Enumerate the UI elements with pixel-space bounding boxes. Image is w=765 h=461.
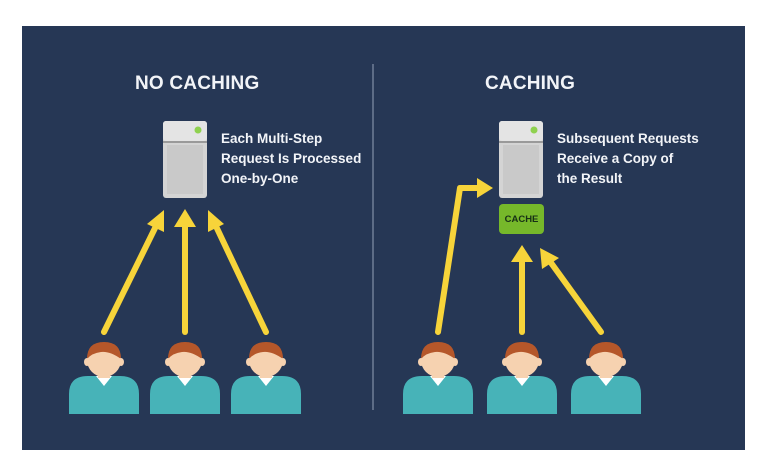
user-icon xyxy=(403,342,473,414)
arrow-head xyxy=(208,210,224,232)
user-icon xyxy=(487,342,557,414)
heading-caching: CACHING xyxy=(485,73,576,94)
user-icon xyxy=(150,342,220,414)
caption-line: Receive a Copy of xyxy=(557,151,674,166)
arrow-icon xyxy=(546,257,604,335)
arrow-icon xyxy=(211,219,269,335)
diagram-panel: NO CACHING CACHING Each Multi-Step Reque… xyxy=(22,26,745,450)
server-icon xyxy=(499,121,543,198)
user-icon xyxy=(69,342,139,414)
arrow-head xyxy=(174,209,196,227)
arrow-icon xyxy=(101,219,161,335)
arrow-head xyxy=(511,245,533,262)
user-icon xyxy=(571,342,641,414)
arrow-head xyxy=(477,178,493,198)
caption-line: Request Is Processed xyxy=(221,151,362,166)
section-divider xyxy=(372,64,374,410)
heading-no-caching: NO CACHING xyxy=(135,73,260,94)
caption-line: Each Multi-Step xyxy=(221,131,323,146)
server-icon xyxy=(163,121,207,198)
caption-caching: Subsequent Requests Receive a Copy of th… xyxy=(557,129,727,189)
caption-line: One-by-One xyxy=(221,171,299,186)
arrow-head xyxy=(540,248,559,269)
caption-line: the Result xyxy=(557,171,623,186)
caption-no-caching: Each Multi-Step Request Is Processed One… xyxy=(221,129,371,189)
arrow-icon xyxy=(435,185,480,335)
user-icon xyxy=(231,342,301,414)
arrow-head xyxy=(147,210,164,232)
diagram-art xyxy=(69,121,641,414)
caption-line: Subsequent Requests xyxy=(557,131,699,146)
cache-box: CACHE xyxy=(499,204,544,234)
